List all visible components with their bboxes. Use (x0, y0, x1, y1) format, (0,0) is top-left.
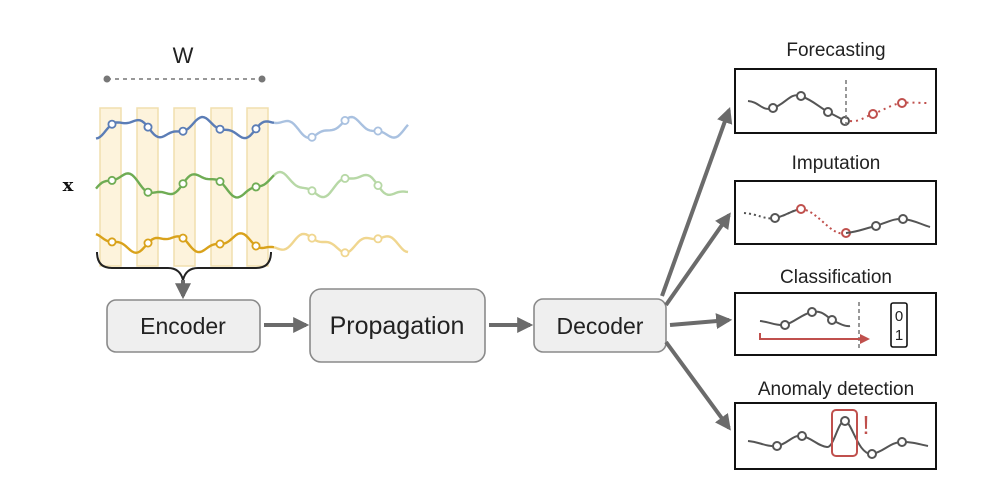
window-span-end (258, 75, 266, 83)
anomaly-mark: ! (862, 410, 869, 440)
arrow-to-forecasting (660, 106, 733, 297)
forecasting-panel: Forecasting (734, 40, 937, 134)
series-label: x (63, 175, 74, 196)
decoder-block: Decoder (533, 298, 667, 353)
series-green (95, 170, 409, 199)
forecasting-title: Forecasting (786, 40, 885, 61)
classification-panel: Classification 0 1 (734, 267, 937, 356)
input-section: W x (63, 43, 409, 300)
imputation-title: Imputation (792, 153, 881, 174)
anomaly-panel: Anomaly detection ! (734, 379, 937, 470)
window-span-start (103, 75, 111, 83)
window-column-2 (136, 107, 159, 267)
anomaly-highlight-box (831, 409, 858, 457)
series-blue (95, 115, 409, 142)
propagation-block: Propagation (309, 288, 486, 363)
arrow-to-anomaly (664, 340, 731, 431)
class-digit-1: 1 (895, 327, 903, 344)
series-waves (95, 115, 409, 258)
window-column-4 (210, 107, 233, 267)
arrow-to-classification (669, 313, 733, 330)
arrow-to-imputation (664, 212, 731, 307)
anomaly-title: Anomaly detection (758, 379, 914, 400)
encoder-block: Encoder (106, 299, 261, 353)
encoder-label: Encoder (140, 313, 226, 339)
decoder-label: Decoder (557, 313, 644, 339)
class-digit-0: 0 (895, 308, 903, 325)
imputation-panel: Imputation (734, 153, 937, 245)
propagation-label: Propagation (330, 312, 465, 340)
series-gold (95, 232, 409, 258)
classification-title: Classification (780, 267, 892, 288)
window-column-1 (99, 107, 122, 267)
window-label: W (173, 43, 194, 68)
